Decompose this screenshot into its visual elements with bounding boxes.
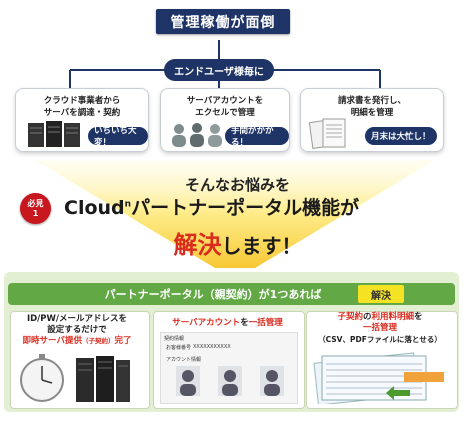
- funnel-glow: [35, 160, 435, 268]
- server-rack-icon: [28, 121, 80, 147]
- provision-small: （子契約）: [81, 337, 115, 345]
- feature-name: パートナーポータル機能が: [131, 197, 360, 219]
- problem-text: 明細を管理: [350, 108, 394, 118]
- provision-red: 即時サーバ提供: [22, 336, 82, 346]
- problem-text: 請求書を発行し、: [337, 96, 406, 106]
- problem-badge-text: 手間がかかる！: [231, 126, 274, 148]
- headline-rest: します！: [221, 234, 302, 258]
- problem-badge: 手間がかかる！: [225, 126, 289, 148]
- billing-fee: 利用料明細: [371, 312, 415, 322]
- product-superscript: n: [124, 199, 132, 210]
- billing-child: 子契約: [337, 312, 363, 322]
- headline-line3: 解決します！: [0, 225, 475, 260]
- problem-text: サーバを調達・契約: [43, 108, 121, 118]
- provision-line2: 設定するだけで: [47, 325, 107, 335]
- solution-bar: [8, 283, 455, 305]
- accounts-red: サーバアカウント: [172, 318, 241, 328]
- provision-done: 完了: [114, 336, 132, 346]
- billing-particle2: を: [414, 312, 423, 322]
- billing-bulk: 一括管理: [362, 323, 397, 333]
- problem-badge: 月末は大忙し！: [365, 127, 437, 145]
- page-title-text: 管理稼働が面倒: [170, 14, 276, 31]
- provision-highlight: 即時サーバ提供（子契約）完了: [12, 336, 142, 347]
- problem-box-procurement: クラウド事業者からサーバを調達・契約 いちいち大変！: [15, 88, 149, 152]
- end-user-pill: エンドユーザ様毎に: [164, 59, 274, 81]
- headline-solve: 解決: [173, 231, 222, 259]
- must-see-text: 必見: [27, 198, 44, 208]
- solution-title: パートナーポータル（親契約）が1つあれば: [104, 288, 322, 301]
- tree-connectors: [69, 40, 381, 90]
- billing-note: （CSV、PDFファイルに落とせる）: [318, 335, 442, 344]
- accounts-heading: サーバアカウントを一括管理: [155, 318, 300, 329]
- documents-icon: [309, 118, 346, 149]
- billing-particle1: の: [362, 312, 372, 322]
- page-title: 管理稼働が面倒: [156, 9, 290, 34]
- accounts-particle: を: [240, 318, 249, 328]
- provision-text: ID/PW/メールアドレスを設定するだけで: [12, 314, 142, 336]
- stopwatch-server-icon: [20, 354, 130, 402]
- solved-badge: 解決: [358, 285, 404, 303]
- headline-line2: Cloudnパートナーポータル機能が: [64, 193, 359, 220]
- problem-box-accounts: サーバアカウントをエクセルで管理 手間がかかる！: [160, 88, 290, 152]
- statement-sheets-icon: [313, 352, 444, 404]
- user-avatars-icon: [176, 366, 284, 396]
- problem-text: クラウド事業者から: [43, 96, 121, 106]
- people-icon: [172, 123, 222, 147]
- problem-badge-text: 月末は大忙し！: [371, 132, 431, 142]
- form-label-contract: 契約情報: [164, 336, 185, 342]
- accounts-bulk: 一括管理: [248, 318, 283, 328]
- product-name: Cloud: [64, 197, 125, 219]
- problem-text: エクセルで管理: [195, 108, 255, 118]
- form-label-customer: お客様番号: [166, 345, 192, 351]
- form-value-customer: XXXXXXXXXXX: [193, 344, 231, 350]
- headline-line1: そんなお悩みを: [184, 176, 290, 194]
- billing-heading: 子契約の利用料明細を 一括管理 （CSV、PDFファイルに落とせる）: [302, 312, 458, 345]
- provision-line1: ID/PW/メールアドレスを: [26, 314, 128, 324]
- end-user-label: エンドユーザ様毎に: [174, 66, 264, 78]
- problem-text: サーバアカウントを: [186, 96, 264, 106]
- problem-badge: いちいち大変！: [88, 126, 148, 148]
- form-label-account: アカウント情報: [166, 357, 202, 363]
- must-see-number: 1: [32, 208, 39, 218]
- problem-badge-text: いちいち大変！: [94, 126, 137, 148]
- problem-box-invoices: 請求書を発行し、明細を管理 月末は大忙し！: [300, 88, 444, 152]
